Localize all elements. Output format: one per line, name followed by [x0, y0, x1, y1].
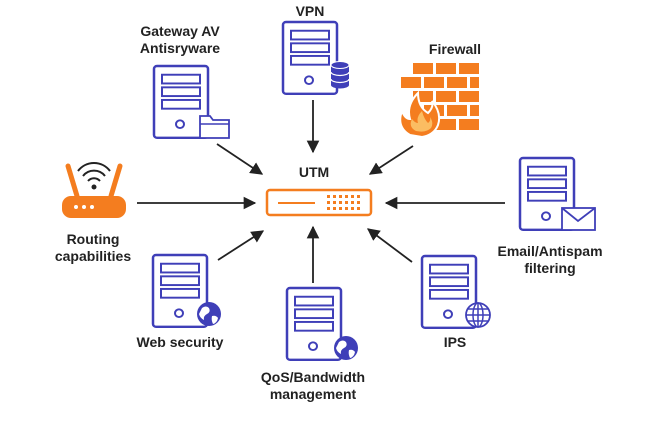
router-icon: [62, 162, 126, 218]
server-folder-icon: [152, 64, 230, 140]
email-label-line1: Email/Antispam: [497, 243, 603, 259]
server-globe-icon-qos: [285, 286, 358, 362]
qos-label-line1: QoS/Bandwidth: [260, 369, 366, 385]
email-label-line2: filtering: [524, 260, 576, 276]
qos-label: QoS/Bandwidth management: [243, 369, 383, 403]
utm-label: UTM: [298, 164, 330, 180]
server-database-icon: [281, 20, 350, 96]
gateway-label-line1: Gateway AV: [140, 23, 220, 39]
firewall-icon: [399, 63, 479, 139]
utm-appliance-icon: [265, 188, 373, 217]
server-envelope-icon: [518, 156, 596, 232]
vpn-label: VPN: [295, 3, 325, 19]
arrow-web: [217, 230, 265, 261]
routing-label-line1: Routing: [66, 231, 120, 247]
ips-label: IPS: [443, 334, 467, 350]
server-globe-icon-web: [151, 253, 221, 329]
routing-label: Routing capabilities: [33, 231, 153, 265]
web-security-label: Web security: [136, 334, 224, 350]
arrow-gateway: [216, 143, 264, 175]
arrow-firewall: [368, 145, 414, 175]
qos-label-line2: management: [269, 386, 357, 402]
email-label: Email/Antispam filtering: [480, 243, 620, 277]
gateway-label-line2: Antisryware: [139, 40, 221, 56]
routing-label-line2: capabilities: [54, 248, 132, 264]
gateway-label: Gateway AV Antisryware: [115, 23, 245, 57]
arrow-ips: [366, 228, 413, 263]
connector-arrows: [137, 100, 505, 283]
firewall-label: Firewall: [428, 41, 482, 57]
